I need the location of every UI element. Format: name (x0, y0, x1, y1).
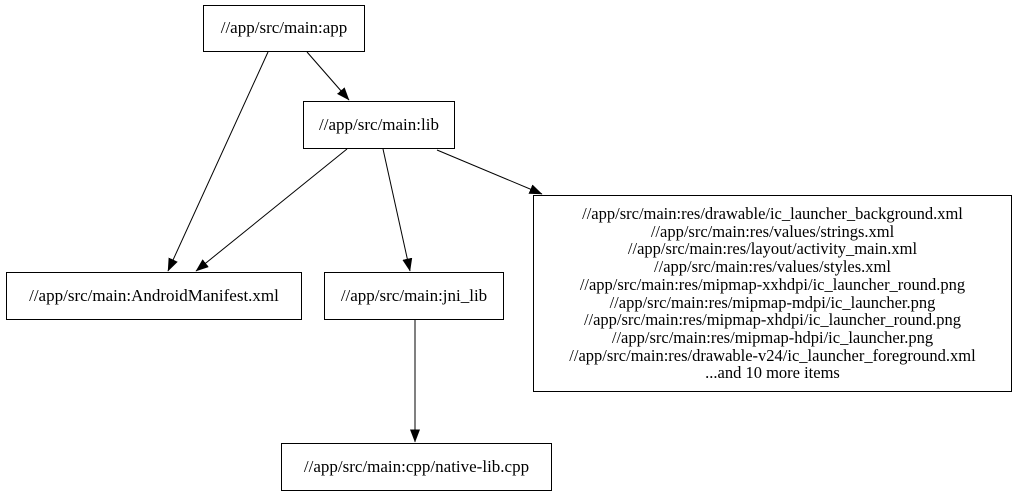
resource-line: //app/src/main:res/values/strings.xml (650, 221, 895, 241)
edge-lib-to-jni-lib (382, 148, 413, 272)
edge-app-to-lib (306, 51, 350, 101)
resource-line: //app/src/main:res/mipmap-mdpi/ic_launch… (609, 292, 936, 312)
node-app: //app/src/main:app (203, 5, 365, 52)
resource-line: //app/src/main:res/values/styles.xml (654, 257, 891, 277)
resource-line: //app/src/main:res/drawable-v24/ic_launc… (569, 345, 976, 365)
node-android-manifest-label: //app/src/main:AndroidManifest.xml (29, 285, 279, 305)
node-resources: //app/src/main:res/drawable/ic_launcher_… (533, 195, 1012, 392)
resource-line: //app/src/main:res/mipmap-hdpi/ic_launch… (611, 327, 934, 347)
node-jni-lib-label: //app/src/main:jni_lib (340, 285, 488, 305)
resource-line: //app/src/main:res/layout/activity_main.… (627, 239, 918, 259)
node-android-manifest: //app/src/main:AndroidManifest.xml (6, 272, 302, 320)
resource-line-more-items: ...and 10 more items (705, 363, 840, 383)
node-native-lib-cpp-label: //app/src/main:cpp/native-lib.cpp (303, 456, 530, 476)
resource-line: //app/src/main:res/mipmap-xxhdpi/ic_laun… (579, 274, 966, 294)
node-native-lib-cpp: //app/src/main:cpp/native-lib.cpp (281, 443, 552, 491)
edge-lib-to-resources (436, 149, 543, 195)
node-lib: //app/src/main:lib (303, 101, 455, 149)
resource-line: //app/src/main:res/mipmap-xhdpi/ic_launc… (583, 310, 962, 330)
edge-app-to-manifest (167, 51, 269, 272)
resource-line: //app/src/main:res/drawable/ic_launcher_… (582, 203, 963, 223)
node-app-label: //app/src/main:app (220, 18, 348, 38)
node-lib-label: //app/src/main:lib (319, 114, 439, 134)
node-jni-lib: //app/src/main:jni_lib (324, 272, 504, 320)
edge-lib-to-manifest (195, 148, 348, 272)
